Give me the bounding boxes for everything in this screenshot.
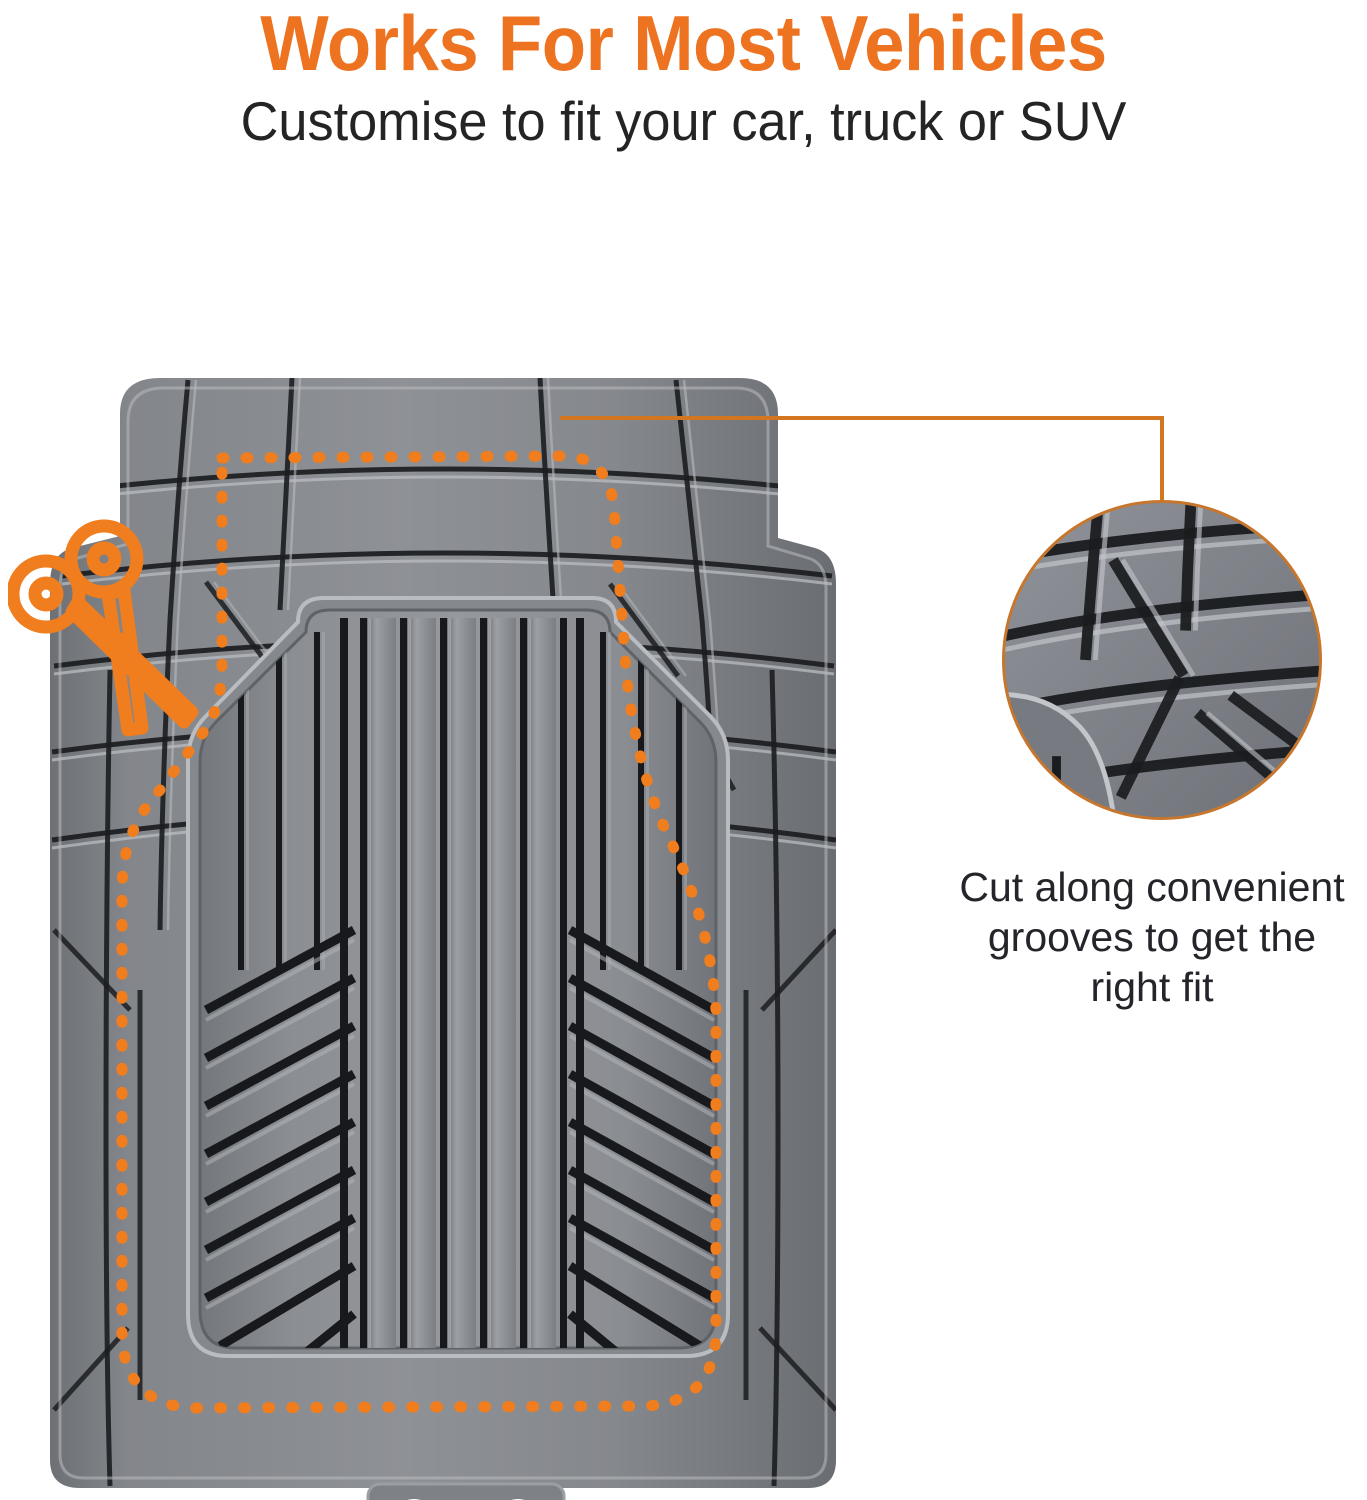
caption-line-2: grooves to get the <box>987 914 1317 960</box>
caption-line-3: right fit <box>1090 964 1214 1010</box>
header: Works For Most Vehicles Customise to fit… <box>0 0 1367 150</box>
floor-mat-illustration <box>10 370 880 1500</box>
callout-caption: Cut along convenient grooves to get the … <box>940 862 1364 1012</box>
scissors-icon <box>8 516 223 746</box>
caption-line-1: Cut along convenient <box>959 864 1345 910</box>
cut-line <box>116 450 722 1414</box>
callout-leader-line <box>558 404 1172 514</box>
page-subtitle: Customise to fit your car, truck or SUV <box>240 90 1127 152</box>
mat-bottom-tab <box>366 1482 566 1500</box>
mat-center-tread <box>203 618 716 1348</box>
zoom-detail-circle <box>1002 500 1322 820</box>
page-title: Works For Most Vehicles <box>260 0 1107 87</box>
